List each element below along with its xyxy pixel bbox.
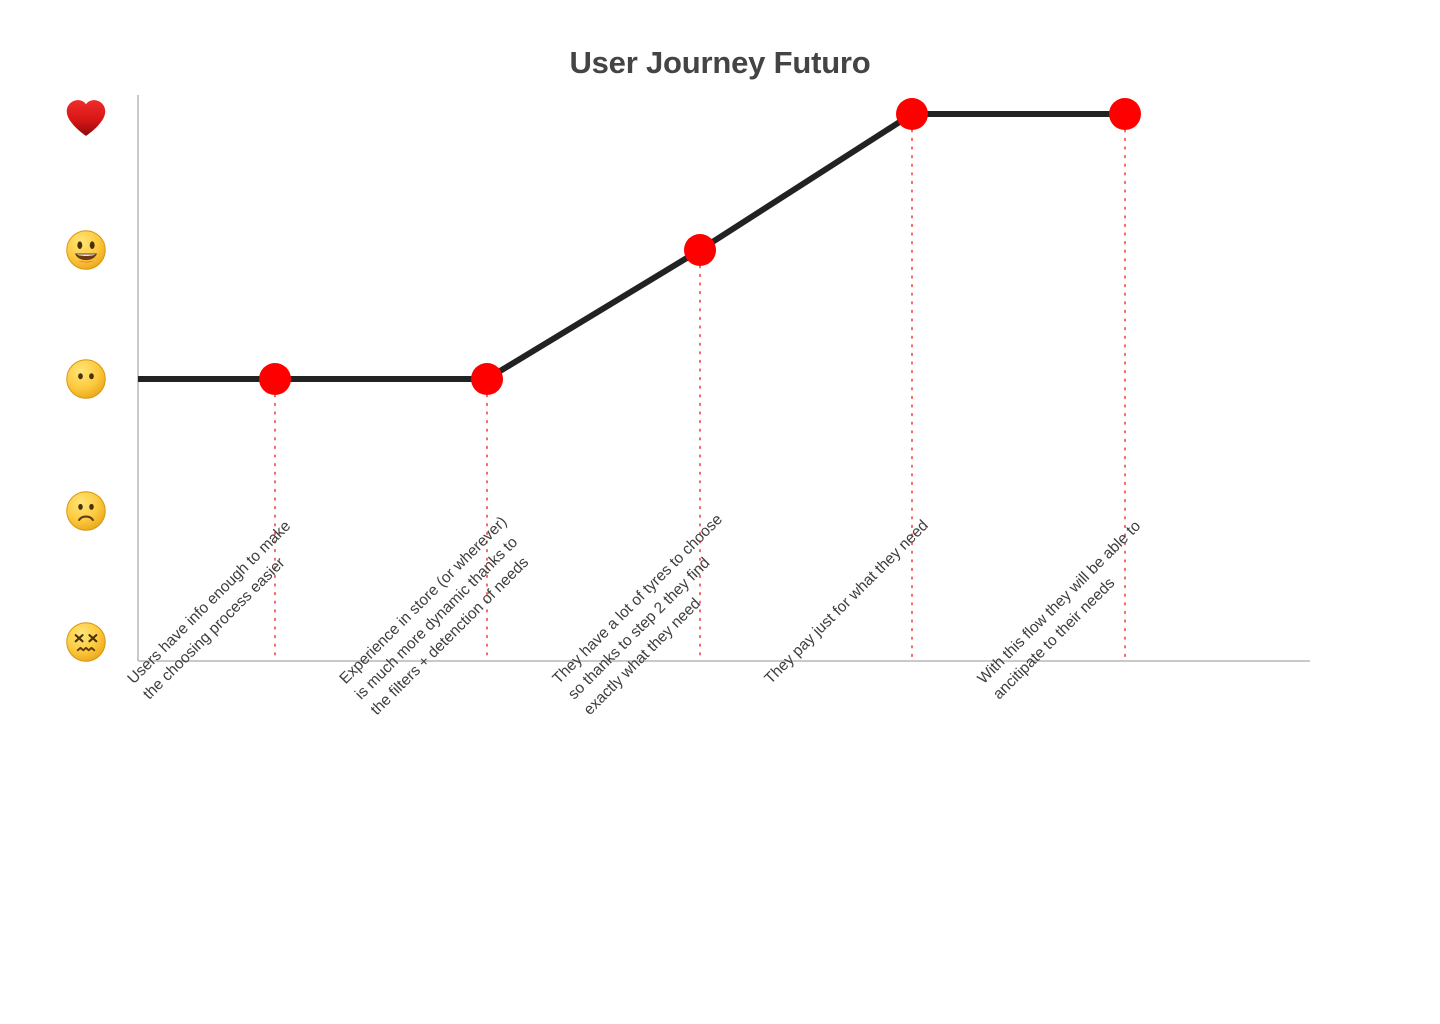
data-point[interactable] [259,363,291,395]
grinning-face-icon [64,228,108,272]
confounded-face-icon [64,620,108,664]
data-point[interactable] [1109,98,1141,130]
journey-line [138,111,1125,382]
page-title: User Journey Futuro [569,45,871,80]
dropline-group [274,129,1126,662]
data-point[interactable] [471,363,503,395]
data-point[interactable] [896,98,928,130]
slightly-frowning-face-icon [64,489,108,533]
data-point-group [259,98,1141,395]
heart-icon [64,96,108,140]
data-point[interactable] [684,234,716,266]
face-without-mouth-icon [64,357,108,401]
